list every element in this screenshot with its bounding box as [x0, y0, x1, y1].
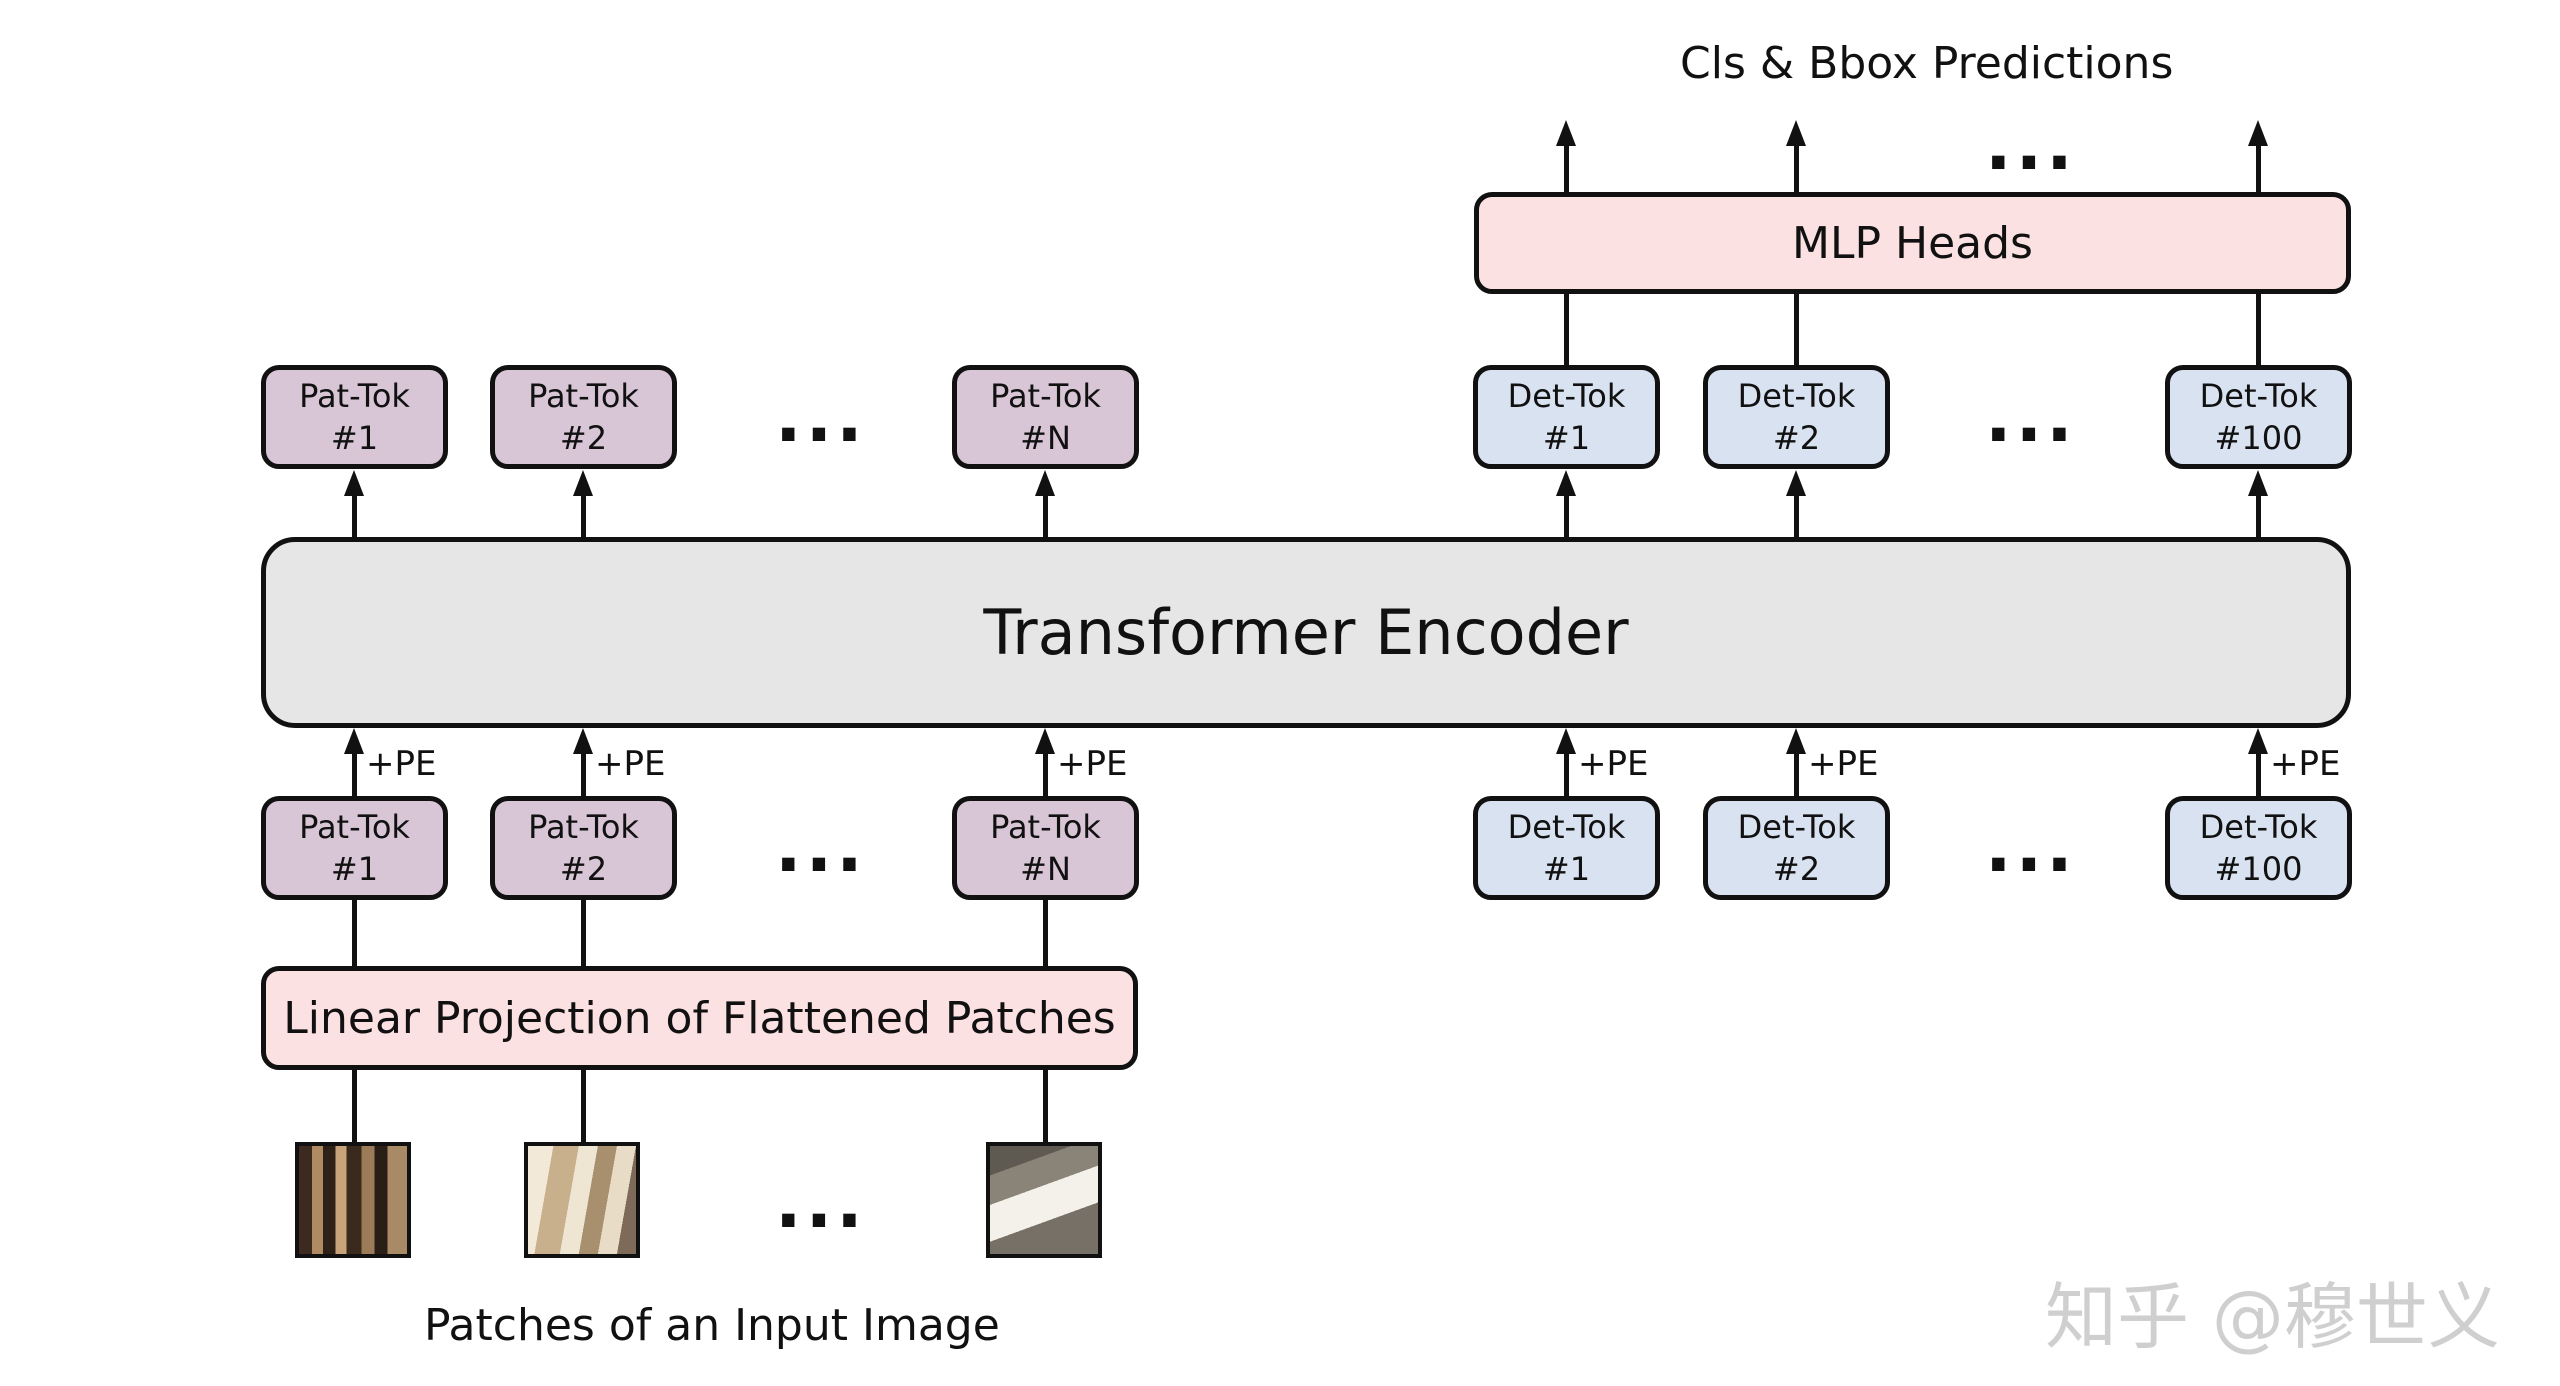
watermark-text: 知乎 @穆世义: [2045, 1275, 2500, 1359]
enc-out-line-2: [581, 489, 586, 539]
bottom-det-token-2: Det-Tok#2: [1703, 796, 1890, 900]
det-to-mlp-line-2: [1794, 294, 1799, 366]
proj-to-tok-line-3: [1043, 900, 1048, 968]
image-patch-n: [986, 1142, 1102, 1258]
output-line-3: [2256, 140, 2261, 194]
output-line-2: [1794, 140, 1799, 194]
enc-in-line-5: [1794, 750, 1799, 798]
bottom-pat-token-2: Pat-Tok#2: [490, 796, 677, 900]
pe-label-1: +PE: [366, 744, 437, 784]
enc-out-arrow-4: [1556, 470, 1576, 496]
image-patch-2: [524, 1142, 640, 1258]
enc-in-line-3: [1043, 750, 1048, 798]
enc-in-arrow-5: [1786, 728, 1806, 754]
top-pat-ellipsis: ...: [775, 376, 867, 458]
patch-to-proj-line-3: [1043, 1070, 1048, 1144]
enc-in-arrow-4: [1556, 728, 1576, 754]
enc-in-arrow-2: [573, 728, 593, 754]
enc-in-arrow-1: [344, 728, 364, 754]
top-pat-token-1: Pat-Tok#1: [261, 365, 448, 469]
proj-to-tok-line-1: [352, 900, 357, 968]
image-patch-1: [295, 1142, 411, 1258]
top-det-token-100: Det-Tok#100: [2165, 365, 2352, 469]
output-ellipsis: ...: [1985, 104, 2077, 186]
enc-out-line-1: [352, 489, 357, 539]
enc-in-line-4: [1564, 750, 1569, 798]
mlp-heads-box: MLP Heads: [1474, 192, 2351, 294]
linear-projection-box: Linear Projection of Flattened Patches: [261, 966, 1138, 1070]
output-arrow-2: [1786, 120, 1806, 146]
patch-to-proj-line-2: [581, 1070, 586, 1144]
top-pat-token-2: Pat-Tok#2: [490, 365, 677, 469]
output-arrow-1: [1556, 120, 1576, 146]
transformer-encoder-label: Transformer Encoder: [983, 596, 1629, 669]
enc-out-line-3: [1043, 489, 1048, 539]
bottom-pat-ellipsis: ...: [775, 806, 867, 888]
enc-in-line-2: [581, 750, 586, 798]
enc-out-arrow-2: [573, 470, 593, 496]
output-arrow-3: [2248, 120, 2268, 146]
patch-ellipsis: ...: [775, 1162, 867, 1244]
patches-caption: Patches of an Input Image: [424, 1300, 1000, 1351]
enc-out-arrow-5: [1786, 470, 1806, 496]
linear-projection-label: Linear Projection of Flattened Patches: [283, 992, 1116, 1044]
mlp-heads-label: MLP Heads: [1792, 217, 2033, 269]
pe-label-2: +PE: [595, 744, 666, 784]
output-line-1: [1564, 140, 1569, 194]
bottom-det-ellipsis: ...: [1985, 806, 2077, 888]
enc-out-line-4: [1564, 489, 1569, 539]
enc-out-arrow-3: [1035, 470, 1055, 496]
bottom-pat-token-1: Pat-Tok#1: [261, 796, 448, 900]
enc-in-line-6: [2256, 750, 2261, 798]
enc-out-arrow-6: [2248, 470, 2268, 496]
transformer-encoder-box: Transformer Encoder: [261, 537, 2351, 728]
pe-label-3: +PE: [1057, 744, 1128, 784]
top-pat-token-n: Pat-Tok#N: [952, 365, 1139, 469]
enc-out-arrow-1: [344, 470, 364, 496]
enc-in-line-1: [352, 750, 357, 798]
enc-in-arrow-3: [1035, 728, 1055, 754]
patch-to-proj-line-1: [352, 1070, 357, 1144]
top-det-token-2: Det-Tok#2: [1703, 365, 1890, 469]
det-to-mlp-line-1: [1564, 294, 1569, 366]
pe-label-5: +PE: [1808, 744, 1879, 784]
pe-label-4: +PE: [1578, 744, 1649, 784]
top-det-ellipsis: ...: [1985, 376, 2077, 458]
det-to-mlp-line-3: [2256, 294, 2261, 366]
enc-out-line-5: [1794, 489, 1799, 539]
bottom-det-token-1: Det-Tok#1: [1473, 796, 1660, 900]
enc-out-line-6: [2256, 489, 2261, 539]
pe-label-6: +PE: [2270, 744, 2341, 784]
bottom-pat-token-n: Pat-Tok#N: [952, 796, 1139, 900]
proj-to-tok-line-2: [581, 900, 586, 968]
top-det-token-1: Det-Tok#1: [1473, 365, 1660, 469]
enc-in-arrow-6: [2248, 728, 2268, 754]
output-title: Cls & Bbox Predictions: [1680, 38, 2174, 89]
bottom-det-token-100: Det-Tok#100: [2165, 796, 2352, 900]
